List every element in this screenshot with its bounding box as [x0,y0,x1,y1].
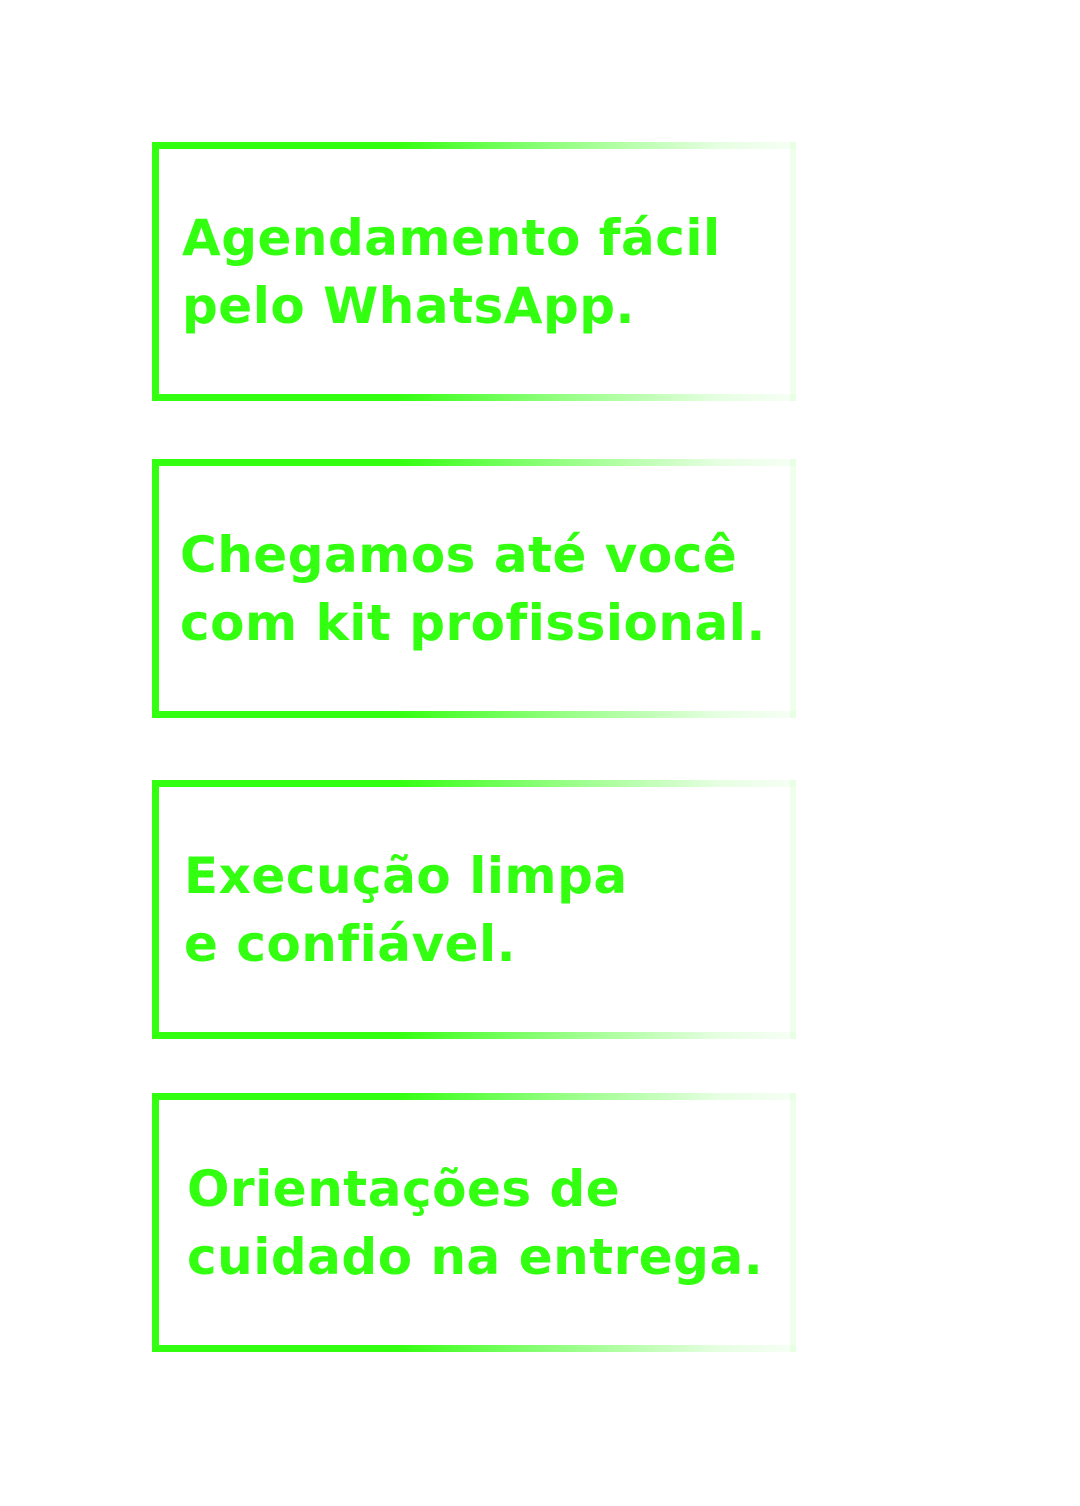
feature-card-on-site-kit: Chegamos até você com kit profissional. [152,459,796,718]
feature-card-line: com kit profissional. [180,594,766,652]
feature-card-text: Orientações de cuidado na entrega. [187,1155,786,1291]
feature-card-line: Chegamos até você [180,526,738,584]
feature-card-line: Agendamento fácil [182,209,721,267]
feature-card-line: Execução limpa [184,847,628,905]
feature-card-text: Execução limpa e confiável. [184,842,786,978]
feature-card-text: Agendamento fácil pelo WhatsApp. [182,204,786,340]
feature-card-line: cuidado na entrega. [187,1228,764,1286]
feature-card-scheduling: Agendamento fácil pelo WhatsApp. [152,142,796,401]
feature-card-line: e confiável. [184,915,517,973]
feature-card-line: pelo WhatsApp. [182,277,636,335]
feature-card-clean-execution: Execução limpa e confiável. [152,780,796,1039]
feature-card-care-instructions: Orientações de cuidado na entrega. [152,1093,796,1352]
feature-card-line: Orientações de [187,1160,621,1218]
feature-card-text: Chegamos até você com kit profissional. [180,521,786,657]
